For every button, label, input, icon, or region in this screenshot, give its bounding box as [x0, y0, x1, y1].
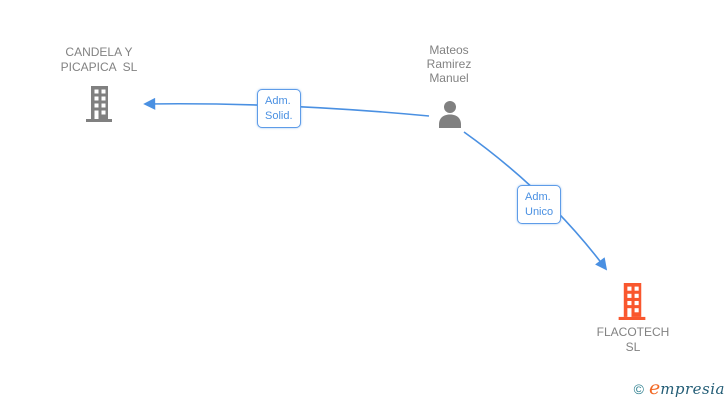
- empresia-logo: empresia: [649, 377, 725, 399]
- empresia-logo-initial: e: [648, 377, 661, 399]
- person-name-label: Mateos Ramirez Manuel: [426, 43, 472, 85]
- edge-label-adm-unico: Adm. Unico: [517, 185, 562, 224]
- copyright-icon: ©: [633, 381, 644, 397]
- edge-label-adm-solid: Adm. Solid.: [257, 89, 301, 128]
- building-icon: [86, 86, 112, 122]
- person-icon: [439, 101, 461, 128]
- company-name-label: FLACOTECH SL: [596, 325, 670, 354]
- building-icon: [618, 283, 646, 320]
- empresia-watermark: © empresia: [634, 377, 725, 399]
- empresia-logo-text: mpresia: [660, 380, 725, 398]
- company-name-label: CANDELA Y PICAPICA SL: [60, 45, 138, 74]
